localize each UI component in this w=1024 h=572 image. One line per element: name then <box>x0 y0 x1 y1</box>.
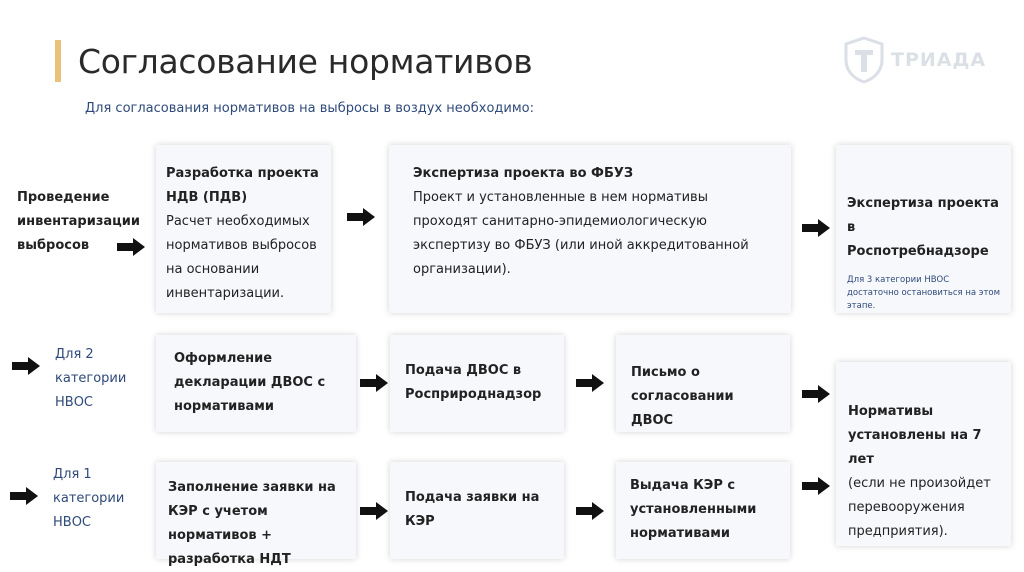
box-ker-submission: Подача заявки на КЭР <box>390 462 564 559</box>
company-logo: ТРИАДА <box>843 36 986 84</box>
arrow-right-icon <box>10 487 38 505</box>
row3-lead-label: Для 1 категории НВОС <box>53 467 125 530</box>
arrow-right-icon <box>802 219 830 237</box>
box-dvos-submission: Подача ДВОС в Росприроднадзор <box>390 335 564 432</box>
box-rospotrebnadzor-expertise: Экспертиза проекта в Роспотребнадзоре Дл… <box>836 145 1011 313</box>
shield-icon <box>844 36 884 84</box>
row1-lead-label: Проведение инвентаризации выбросов <box>17 190 141 253</box>
arrow-right-icon <box>576 502 604 520</box>
box-project-development: Разработка проекта НДВ (ПДВ) Расчет необ… <box>156 145 331 313</box>
box-ker-application: Заполнение заявки на КЭР с учетом нормат… <box>156 462 356 567</box>
logo-text: ТРИАДА <box>891 49 987 71</box>
arrow-right-icon <box>360 502 388 520</box>
arrow-right-icon <box>576 374 604 392</box>
box-standards-result: Нормативы установлены на 7 лет (если не … <box>836 362 1011 546</box>
arrow-right-icon <box>117 238 145 256</box>
page-subtitle: Для согласования нормативов на выбросы в… <box>85 101 534 116</box>
arrow-right-icon <box>802 385 830 403</box>
arrow-right-icon <box>347 208 375 226</box>
arrow-right-icon <box>360 374 388 392</box>
box-ker-issuance: Выдача КЭР с установленными нормативами <box>616 462 790 559</box>
row2-lead-label: Для 2 категории НВОС <box>55 347 127 410</box>
title-accent-bar <box>55 40 61 82</box>
box-dvos-declaration: Оформление декларации ДВОС с нормативами <box>156 335 356 432</box>
box-dvos-approval-letter: Письмо о согласовании ДВОС <box>616 335 790 432</box>
box-fbuz-expertise: Экспертиза проекта во ФБУЗ Проект и уста… <box>389 145 791 313</box>
page-title: Согласование нормативов <box>78 42 533 81</box>
arrow-right-icon <box>12 357 40 375</box>
arrow-right-icon <box>802 477 830 495</box>
